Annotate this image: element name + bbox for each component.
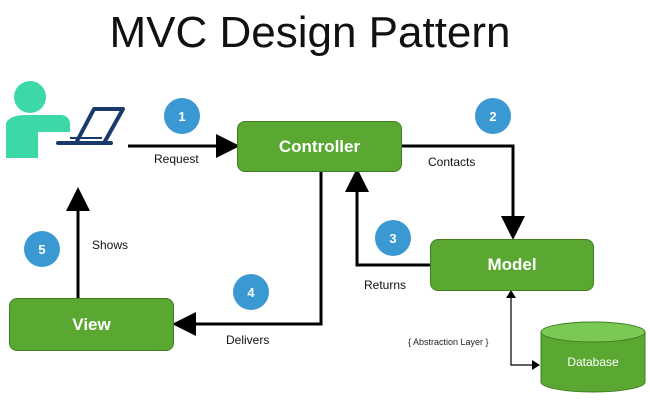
contacts-label: Contacts (428, 155, 476, 169)
page-title: MVC Design Pattern (109, 8, 511, 57)
model-box: Model (430, 239, 594, 291)
step-3-badge: 3 (375, 220, 411, 256)
abstraction-connector (510, 292, 538, 366)
step-2-badge: 2 (475, 98, 511, 134)
step-4-badge: 4 (233, 274, 269, 310)
database-icon (540, 321, 646, 393)
controller-box: Controller (237, 121, 402, 172)
returns-label: Returns (364, 278, 407, 292)
contacts-arrow (402, 144, 525, 240)
delivers-label: Delivers (226, 333, 270, 347)
abstraction-layer-label: { Abstraction Layer } (408, 337, 489, 347)
shows-label: Shows (92, 238, 129, 252)
delivers-arrow (172, 172, 323, 336)
database-label: Database (567, 355, 619, 369)
step-5-badge: 5 (24, 231, 60, 267)
returns-arrow (345, 168, 430, 267)
step-1-badge: 1 (164, 98, 200, 134)
request-label: Request (154, 152, 199, 166)
user-at-laptop-icon (6, 81, 125, 158)
view-box: View (9, 298, 174, 351)
